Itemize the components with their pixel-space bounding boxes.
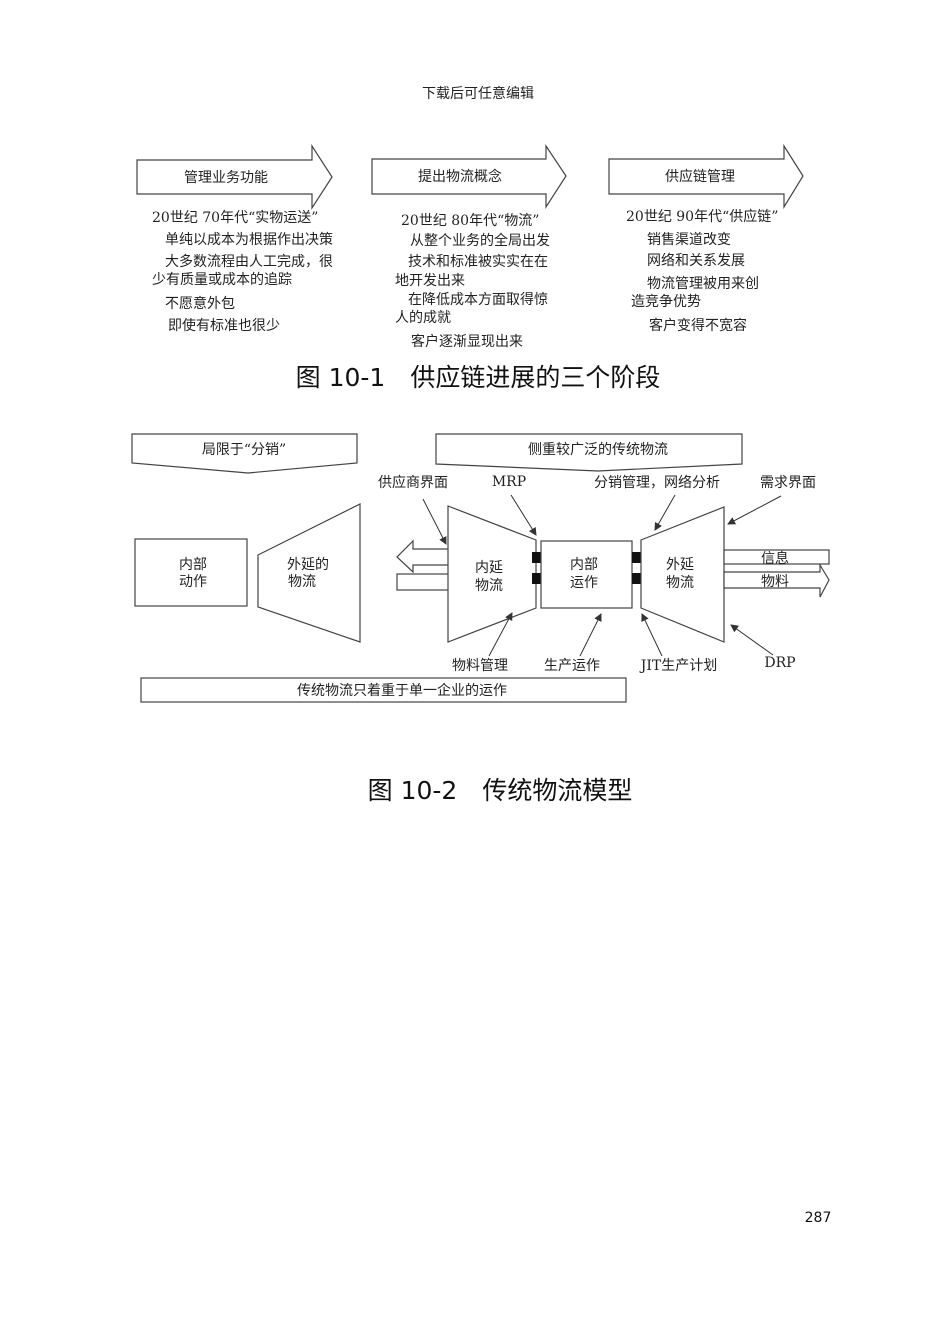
stage-line: 技术和标准被实实在在 — [408, 254, 548, 270]
internal-action-box — [134, 538, 248, 607]
block-label: 外延的 — [287, 557, 329, 573]
material-flow-arrow — [723, 562, 830, 598]
stage-line: 单纯以成本为根据作出决策 — [165, 231, 333, 248]
top-label: 分销管理，网络分析 — [594, 475, 720, 491]
connector — [632, 552, 641, 563]
stage-line: 即使有标准也很少 — [168, 317, 280, 334]
block-label: 物流 — [666, 575, 694, 591]
stage-arrow-1 — [136, 143, 333, 211]
stage-title: 供应链管理 — [665, 168, 735, 185]
stage-line: 20世纪 70年代“实物运送” — [152, 210, 318, 226]
stage-title: 提出物流概念 — [418, 168, 502, 185]
stage-line: 客户逐渐显现出来 — [411, 333, 523, 350]
material-flow-label: 物料 — [761, 574, 789, 590]
stage-line: 造竞争优势 — [631, 293, 701, 310]
stage-line: 大多数流程由人工完成，很 — [165, 253, 333, 270]
top-label: 需求界面 — [760, 475, 816, 491]
connector — [632, 573, 641, 584]
connector — [532, 573, 541, 584]
block-label: 外延 — [666, 557, 694, 573]
stage-arrow-3 — [608, 143, 804, 210]
top-label: MRP — [492, 474, 526, 490]
figure-caption: 图 10-2 传统物流模型 — [368, 776, 633, 805]
figure-caption: 图 10-1 供应链进展的三个阶段 — [296, 363, 661, 392]
stage-line: 少有质量或成本的追踪 — [152, 272, 292, 288]
block-label: 内部 — [179, 557, 207, 573]
inbound-bar — [396, 573, 451, 591]
pointer-arrow — [654, 494, 676, 531]
stage-title: 管理业务功能 — [184, 170, 268, 186]
pointer-arrow — [422, 498, 447, 545]
info-flow-label: 信息 — [761, 550, 789, 567]
stage-line: 从整个业务的全局出发 — [410, 232, 550, 249]
bottom-label: DRP — [764, 655, 795, 671]
pointer-arrow — [579, 613, 602, 657]
bottom-label: 生产运作 — [544, 658, 600, 674]
banner-left — [131, 433, 358, 474]
stage-line: 地开发出来 — [395, 273, 465, 289]
banner-right-label: 侧重较广泛的传统物流 — [528, 442, 668, 458]
connector — [532, 552, 541, 563]
extended-logistics-left — [257, 503, 361, 643]
stage-line: 20世纪 90年代“供应链” — [626, 208, 778, 225]
extended-logistics-right — [640, 506, 725, 643]
internal-operation-box — [540, 540, 633, 609]
block-label: 内部 — [570, 557, 598, 573]
pointer-arrow — [641, 613, 663, 657]
stage-line: 网络和关系发展 — [647, 253, 745, 269]
stage-line: 不愿意外包 — [165, 295, 235, 312]
pointer-arrow — [510, 494, 537, 536]
inbound-logistics — [447, 505, 537, 643]
top-label: 供应商界面 — [378, 474, 448, 491]
stage-line: 人的成就 — [395, 310, 451, 326]
pointer-arrow — [488, 612, 513, 657]
figure-2: 局限于“分销” 侧重较广泛的传统物流 供应商界面 MRP 分销管理，网络分析 需… — [131, 433, 830, 805]
bottom-label: JIT生产计划 — [639, 658, 717, 674]
banner-right — [435, 433, 743, 472]
outbound-arrow — [396, 539, 451, 574]
stage-line: 客户变得不宽容 — [649, 317, 747, 334]
block-label: 内延 — [475, 560, 503, 576]
banner-left-label: 局限于“分销” — [202, 442, 286, 458]
bottom-banner — [140, 677, 627, 703]
block-label: 物流 — [288, 574, 316, 590]
pointer-arrow — [730, 624, 774, 656]
figure-1: 管理业务功能 提出物流概念 供应链管理 20世纪 70年代“实物运送” 单纯以成… — [136, 143, 804, 392]
stage-arrow-2 — [371, 144, 567, 210]
block-label: 运作 — [570, 575, 598, 591]
stage-line: 20世纪 80年代“物流” — [401, 213, 539, 229]
block-label: 动作 — [179, 574, 207, 590]
info-flow — [723, 549, 830, 565]
bottom-banner-label: 传统物流只着重于单一企业的运作 — [297, 682, 507, 699]
page-header: 下载后可任意编辑 — [422, 85, 534, 102]
pointer-arrow — [727, 495, 782, 525]
bottom-label: 物料管理 — [452, 658, 508, 674]
block-label: 物流 — [475, 578, 503, 594]
stage-line: 物流管理被用来创 — [647, 276, 759, 292]
stage-line: 销售渠道改变 — [647, 232, 731, 248]
stage-line: 在降低成本方面取得惊 — [408, 291, 548, 308]
page-number: 287 — [805, 1210, 832, 1226]
